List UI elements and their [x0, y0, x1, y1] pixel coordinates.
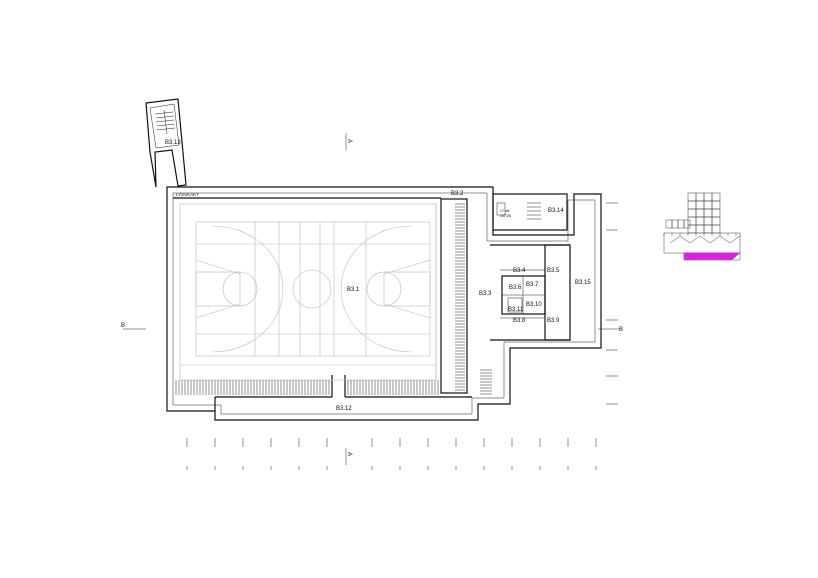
room-label-b3-9: B3.9	[547, 318, 560, 324]
room-label-b3-1: B3.1	[347, 287, 360, 293]
lysskakt-label: LYSSKAKT	[176, 192, 199, 197]
room-label-b3-11: B3.11	[508, 307, 524, 313]
room-label-b3-12: B3.12	[336, 406, 352, 412]
stair-note-count: 17 stk	[500, 209, 510, 213]
sports-court	[179, 203, 437, 381]
section-label-b-right: B	[619, 327, 623, 333]
section-label-a-bottom: A	[346, 452, 352, 456]
section-label-a-top: A	[346, 139, 352, 143]
key-plan	[663, 192, 741, 261]
key-plan-highlight	[684, 253, 740, 260]
section-markers: B B A A	[121, 133, 623, 465]
interior-walls	[173, 193, 571, 411]
grid-axis-dashes	[186, 202, 618, 470]
room-label-b3-13: B3.13	[165, 140, 181, 146]
room-label-b3-4: B3.4	[513, 268, 526, 274]
room-labels: B3.13 LYSSKAKT B3.2 B3.1 B3.3 B3.4 B3.5 …	[165, 140, 591, 412]
room-label-b3-14: B3.14	[548, 208, 564, 214]
room-label-b3-2: B3.2	[451, 191, 464, 197]
room-label-b3-10: B3.10	[526, 302, 542, 308]
room-label-b3-15: B3.15	[575, 280, 591, 286]
room-label-b3-5: B3.5	[547, 268, 560, 274]
building-outline	[166, 186, 602, 421]
stair-tower	[145, 98, 187, 188]
room-label-b3-7: B3.7	[526, 282, 539, 288]
bleacher-hatching	[175, 203, 492, 395]
section-label-b-left: B	[121, 323, 125, 329]
stair-note-size: 167/28	[500, 214, 511, 218]
room-label-b3-6: B3.6	[509, 285, 522, 291]
room-label-b3-3: B3.3	[479, 291, 492, 297]
room-label-b3-8: B3.8	[513, 318, 526, 324]
